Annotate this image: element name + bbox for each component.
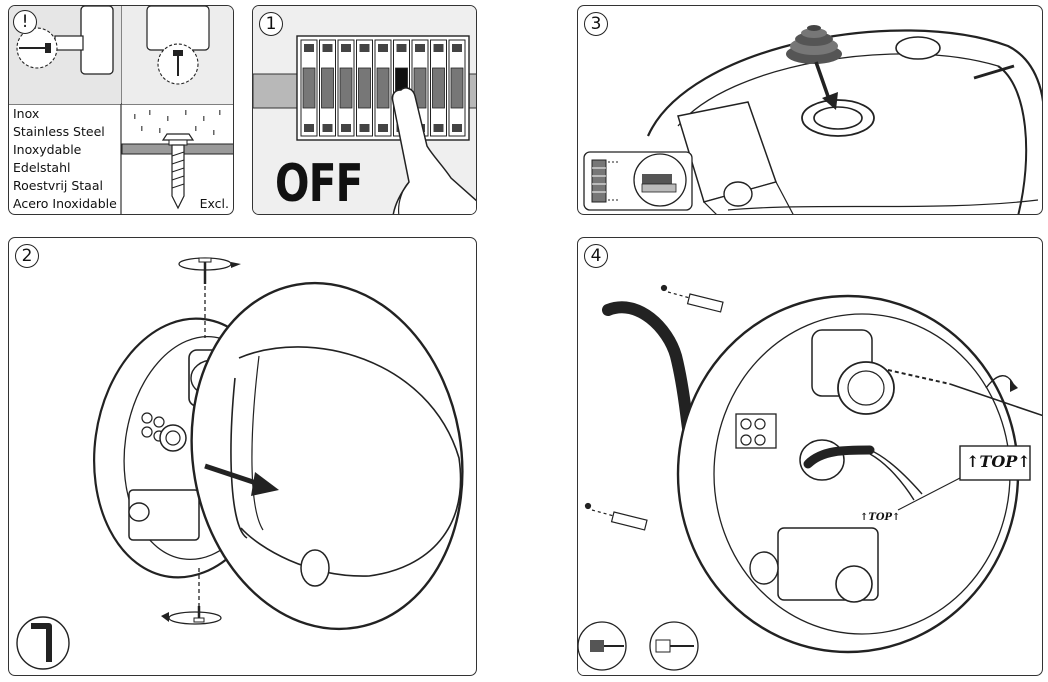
breaker-module (322, 124, 333, 132)
breaker-module (341, 124, 351, 132)
breaker-illustration (253, 6, 476, 214)
material-item: Inox (13, 106, 40, 121)
breaker-module (304, 44, 314, 52)
breaker-module (304, 124, 314, 132)
step-number: 3 (584, 12, 608, 36)
breaker-module (433, 124, 444, 132)
material-item: Inoxydable (13, 142, 82, 157)
breaker-module (378, 124, 388, 132)
breaker-module (359, 44, 370, 52)
warning-panel: ! Inox Stainless Steel Inoxydable Edelst… (8, 5, 234, 215)
step-number: 2 (15, 244, 39, 268)
material-item: Roestvrij Staal (13, 178, 103, 193)
breaker-module (415, 44, 425, 52)
breaker-module (432, 67, 445, 109)
breaker-module (321, 67, 334, 109)
step4-panel: 4 ↑TOP↑ ↑TOP↑ (577, 237, 1043, 676)
breaker-module (413, 67, 427, 109)
breaker-module (378, 44, 388, 52)
off-label: OFF (275, 154, 363, 214)
breaker-module (376, 67, 390, 109)
breaker-module (450, 67, 464, 109)
breaker-module (433, 44, 444, 52)
material-list: Inox Stainless Steel Inoxydable Edelstah… (13, 105, 117, 213)
breaker-module (452, 124, 462, 132)
breaker-module (339, 67, 353, 109)
breaker-module (358, 67, 371, 109)
breaker-module (341, 44, 351, 52)
top-label-small: ↑TOP↑ (860, 512, 901, 523)
housing-illustration (16, 257, 464, 670)
mounting-illustration (578, 284, 1042, 675)
breaker-module (302, 67, 316, 109)
breaker-module (452, 44, 462, 52)
step1-panel: 1 OFF (252, 5, 477, 215)
top-label-large: ↑TOP↑ (966, 452, 1031, 471)
step3-panel: 3 (577, 5, 1043, 215)
breaker-module (322, 44, 333, 52)
gasket-illustration (583, 25, 1042, 214)
breaker-module (396, 44, 407, 52)
step-number: 1 (259, 12, 283, 36)
material-item: Stainless Steel (13, 124, 105, 139)
step2-panel: 2 (8, 237, 477, 676)
material-item: Acero Inoxidable (13, 196, 117, 211)
breaker-module (359, 124, 370, 132)
material-item: Edelstahl (13, 160, 71, 175)
step-number: 4 (584, 244, 608, 268)
warning-icon: ! (13, 10, 37, 34)
excl-label: Excl. (199, 196, 229, 211)
